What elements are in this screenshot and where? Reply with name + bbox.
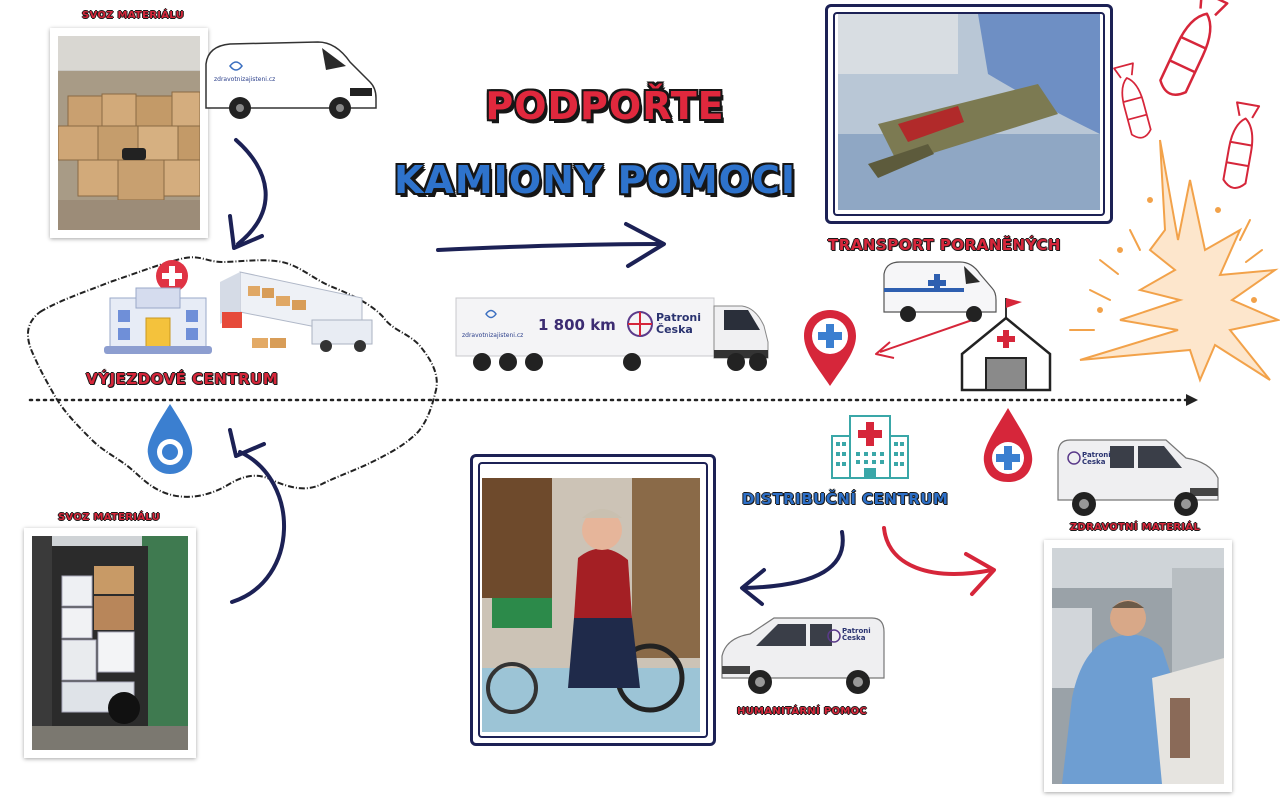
truck-brand-line1: Patroni: [656, 311, 702, 324]
arrow-to-medical: [882, 526, 994, 576]
warehouse-icon: [220, 271, 373, 352]
photo-man-wheelchair: [482, 478, 700, 732]
ambulance-icon: [883, 261, 997, 322]
surgery-illustration: [838, 14, 1100, 210]
title-line-2: KAMIONY POMOCI: [394, 158, 796, 202]
photo-injured-soldier: [838, 14, 1100, 210]
label-humanitarian-aid: HUMANITÁRNÍ POMOC: [736, 706, 868, 717]
frame-injured-photo: [825, 4, 1113, 224]
title-line-1: PODPOŘTE: [485, 84, 725, 128]
arrow-pickup-bottom-head: [228, 428, 266, 458]
photo-medic-ambulance: [1044, 540, 1232, 792]
truck-website: zdravotnizajisteni.cz: [462, 332, 524, 339]
medic-illustration: [1052, 548, 1224, 784]
truck-distance: 1 800 km: [538, 316, 616, 334]
van-icon-top: [205, 41, 377, 119]
arrow-to-medical-head: [964, 552, 996, 596]
truck-brand: Patroni Česka: [656, 312, 701, 335]
van-top-website: zdravotnizajisteni.cz: [214, 76, 276, 83]
blood-drop-red-icon: [983, 408, 1033, 482]
truck-brand-line2: Česka: [656, 322, 693, 336]
main-arrow-head: [624, 222, 666, 268]
explosion-icon: [1069, 139, 1280, 383]
truck-labels: zdravotnizajisteni.cz 1 800 km Patroni Č…: [452, 292, 774, 376]
truck-icon: [455, 297, 769, 371]
label-injured-transport: TRANSPORT PORANĚNÝCH: [828, 236, 1061, 254]
van-icon-humanitarian: [721, 617, 885, 694]
main-arrow: [436, 242, 662, 252]
blood-drop-icon: [147, 404, 193, 474]
label-departure-center: VÝJEZDOVÉ CENTRUM: [86, 370, 279, 388]
arrow-pickup-top-head: [228, 214, 264, 250]
photo-warehouse-boxes: [50, 28, 208, 238]
arrow-to-humanitarian-head: [740, 568, 766, 606]
label-distribution-center: DISTRIBUČNÍ CENTRUM: [742, 490, 949, 508]
arrow-pickup-top: [234, 138, 268, 246]
bomb-icon: [1113, 0, 1261, 189]
van-medical-brand: Patroni Česka: [1082, 451, 1111, 467]
distribution-building-icon: [831, 415, 909, 479]
label-pickup-top: SVOZ MATERIÁLU: [81, 10, 185, 21]
loaded-van-illustration: [32, 536, 188, 750]
czech-map-outline: [27, 256, 438, 498]
van-humanitarian-brand-line1: Patroni: [842, 627, 871, 635]
van-medical-brand-line2: Česka: [1082, 458, 1106, 467]
photo-loaded-van: [24, 528, 196, 758]
boxes-illustration: [58, 36, 200, 230]
label-medical-material: ZDRAVOTNÍ MATERIÁL: [1069, 522, 1201, 533]
arrow-evac-head: [875, 341, 895, 359]
van-humanitarian-brand-line2: Česka: [842, 634, 866, 643]
route-arrow-head: [1186, 394, 1198, 406]
van-humanitarian-brand: Patroni Česka: [842, 627, 871, 643]
arrow-to-humanitarian: [742, 530, 845, 590]
map-pin-icon: [804, 310, 856, 386]
label-pickup-bottom: SVOZ MATERIÁLU: [57, 512, 161, 523]
hospital-icon: [104, 260, 212, 354]
wheelchair-illustration: [482, 478, 700, 732]
frame-wheelchair-photo: [470, 454, 716, 746]
field-hospital-icon: [960, 298, 1052, 392]
arrow-pickup-bottom: [230, 450, 286, 604]
arrow-evac: [879, 317, 979, 353]
van-icon-medical: [1057, 439, 1219, 516]
van-medical-brand-line1: Patroni: [1082, 451, 1111, 459]
